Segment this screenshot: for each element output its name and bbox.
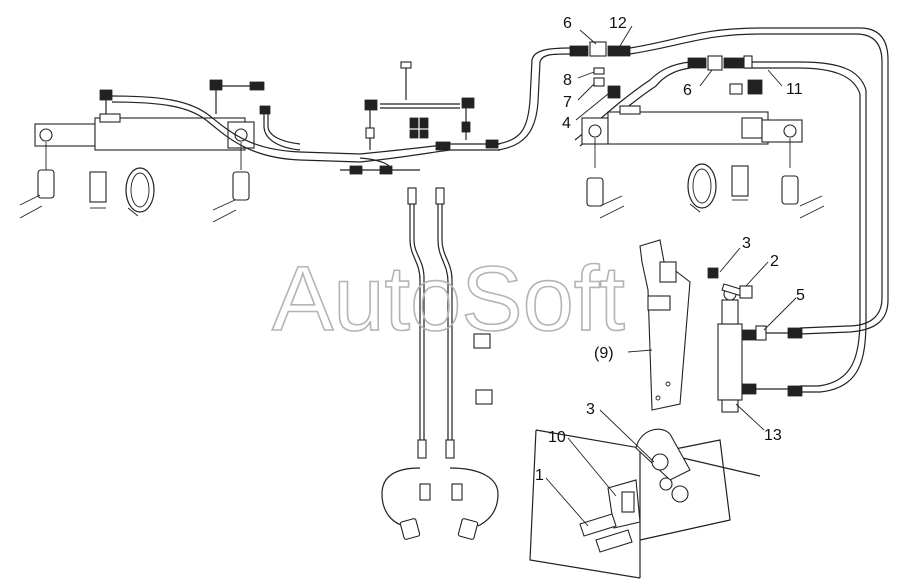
callout-8: 8	[563, 72, 572, 89]
callout-5: 5	[796, 287, 805, 304]
callout-6-top: 6	[563, 15, 572, 32]
callout-13: 13	[764, 427, 782, 444]
callout-12: 12	[609, 15, 627, 32]
mounting-bracket-bottom	[529, 428, 761, 579]
callout-9: (9)	[594, 345, 614, 362]
small-cylinder	[707, 267, 790, 413]
callout-11: 11	[786, 81, 803, 98]
hose-lines-right	[497, 27, 889, 397]
autosoft-watermark: AutoSoft	[272, 248, 625, 350]
callout-7: 7	[563, 94, 572, 111]
callout-6-right: 6	[683, 82, 692, 99]
callout-leaders	[545, 25, 797, 527]
callout-10: 10	[548, 429, 566, 446]
left-cylinder-assembly	[19, 79, 255, 223]
callout-2: 2	[770, 253, 779, 270]
vertical-hoses	[381, 187, 499, 540]
bracket-plate	[639, 239, 691, 411]
callout-1: 1	[535, 467, 544, 484]
callout-4: 4	[562, 115, 571, 132]
right-cylinder-assembly	[581, 105, 825, 219]
hose-lines-left	[111, 81, 420, 175]
callout-3-lower: 3	[586, 401, 595, 418]
callout-3-upper: 3	[742, 235, 751, 252]
central-valve-block	[359, 61, 500, 163]
